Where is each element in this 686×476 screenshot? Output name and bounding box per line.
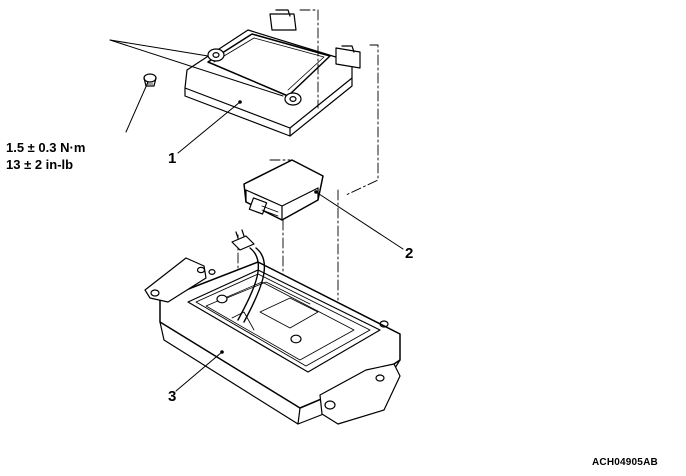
- part-2-battery: [243, 159, 324, 221]
- torque-imperial: 13 ± 2 in-lb: [6, 157, 74, 172]
- cover-hinge-right: [284, 92, 302, 106]
- callout-2: 2: [405, 245, 414, 262]
- torque-spec: 1.5 ± 0.3 N·m 13 ± 2 in-lb: [6, 139, 85, 173]
- cover-hinge-left: [207, 48, 225, 62]
- torque-leader-lines: [109, 39, 284, 133]
- figure-code: ACH04905AB: [592, 457, 658, 468]
- callout-dots: [220, 100, 318, 354]
- part-3-housing: [144, 229, 401, 425]
- screw: [143, 73, 157, 87]
- callout-leaders: [175, 101, 404, 392]
- callout-1: 1: [168, 150, 177, 167]
- torque-metric: 1.5 ± 0.3 N·m: [6, 140, 86, 155]
- callout-3: 3: [168, 388, 177, 405]
- part-1-cover: [184, 9, 361, 137]
